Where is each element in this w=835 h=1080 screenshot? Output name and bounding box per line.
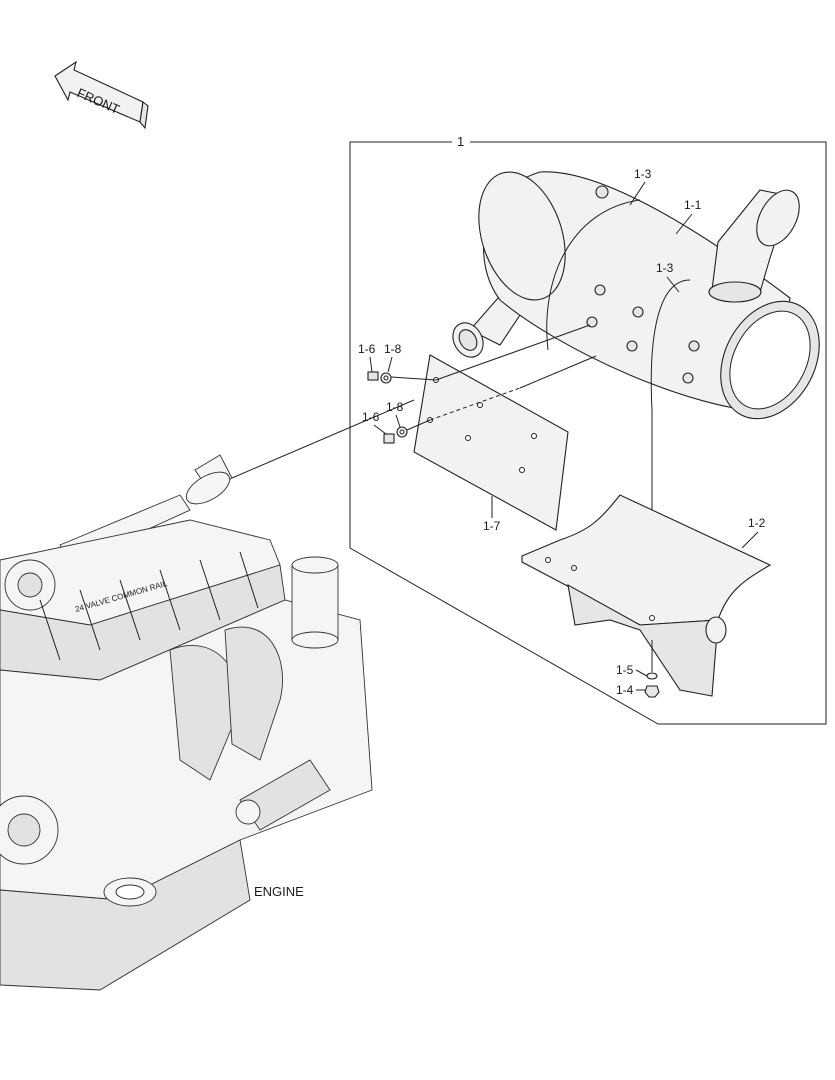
- washer-label: 1-5: [616, 663, 634, 677]
- washer-lower-label: 1-8: [386, 400, 404, 414]
- nut: [644, 685, 660, 698]
- muffler-label: 1-1: [684, 198, 702, 212]
- washer: [646, 672, 658, 680]
- engine-label: ENGINE: [254, 884, 304, 899]
- heat-shield: [413, 354, 569, 531]
- assembly-outline: [349, 141, 827, 725]
- band-left-label: 1-3: [634, 167, 652, 181]
- bolt-lower-label: 1-6: [362, 410, 380, 424]
- nut-label: 1-4: [616, 683, 634, 697]
- heat-shield-label: 1-7: [483, 519, 501, 533]
- band-right-label: 1-3: [656, 261, 674, 275]
- engine: 24 VALVE COMMON RAIL: [0, 454, 373, 991]
- muffler: [452, 171, 820, 618]
- assembly-label: 1: [457, 134, 464, 149]
- front-arrow: FRONT: [54, 60, 149, 130]
- muffler-bracket: [521, 494, 772, 697]
- bolt-upper-label: 1-6: [358, 342, 376, 356]
- bolt-upper: [367, 371, 392, 384]
- bolt-lower: [383, 426, 408, 444]
- bracket-label: 1-2: [748, 516, 766, 530]
- washer-upper-label: 1-8: [384, 342, 402, 356]
